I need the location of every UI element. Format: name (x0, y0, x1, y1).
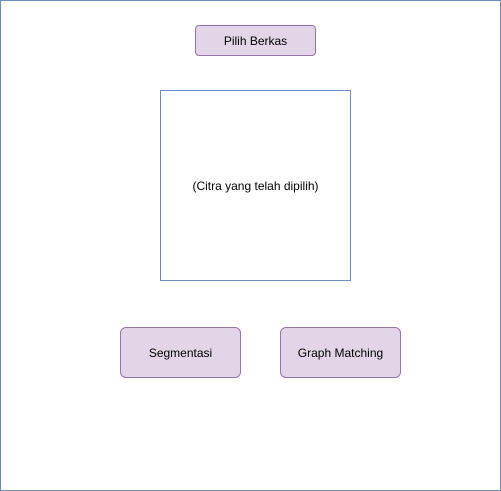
graph-matching-label: Graph Matching (297, 345, 384, 360)
image-preview-placeholder: (Citra yang telah dipilih) (192, 178, 319, 193)
segmentasi-button[interactable]: Segmentasi (120, 327, 241, 378)
image-preview: (Citra yang telah dipilih) (160, 90, 351, 281)
pilih-berkas-label: Pilih Berkas (223, 33, 288, 48)
graph-matching-button[interactable]: Graph Matching (280, 327, 401, 378)
pilih-berkas-button[interactable]: Pilih Berkas (195, 25, 316, 56)
segmentasi-label: Segmentasi (148, 345, 213, 360)
